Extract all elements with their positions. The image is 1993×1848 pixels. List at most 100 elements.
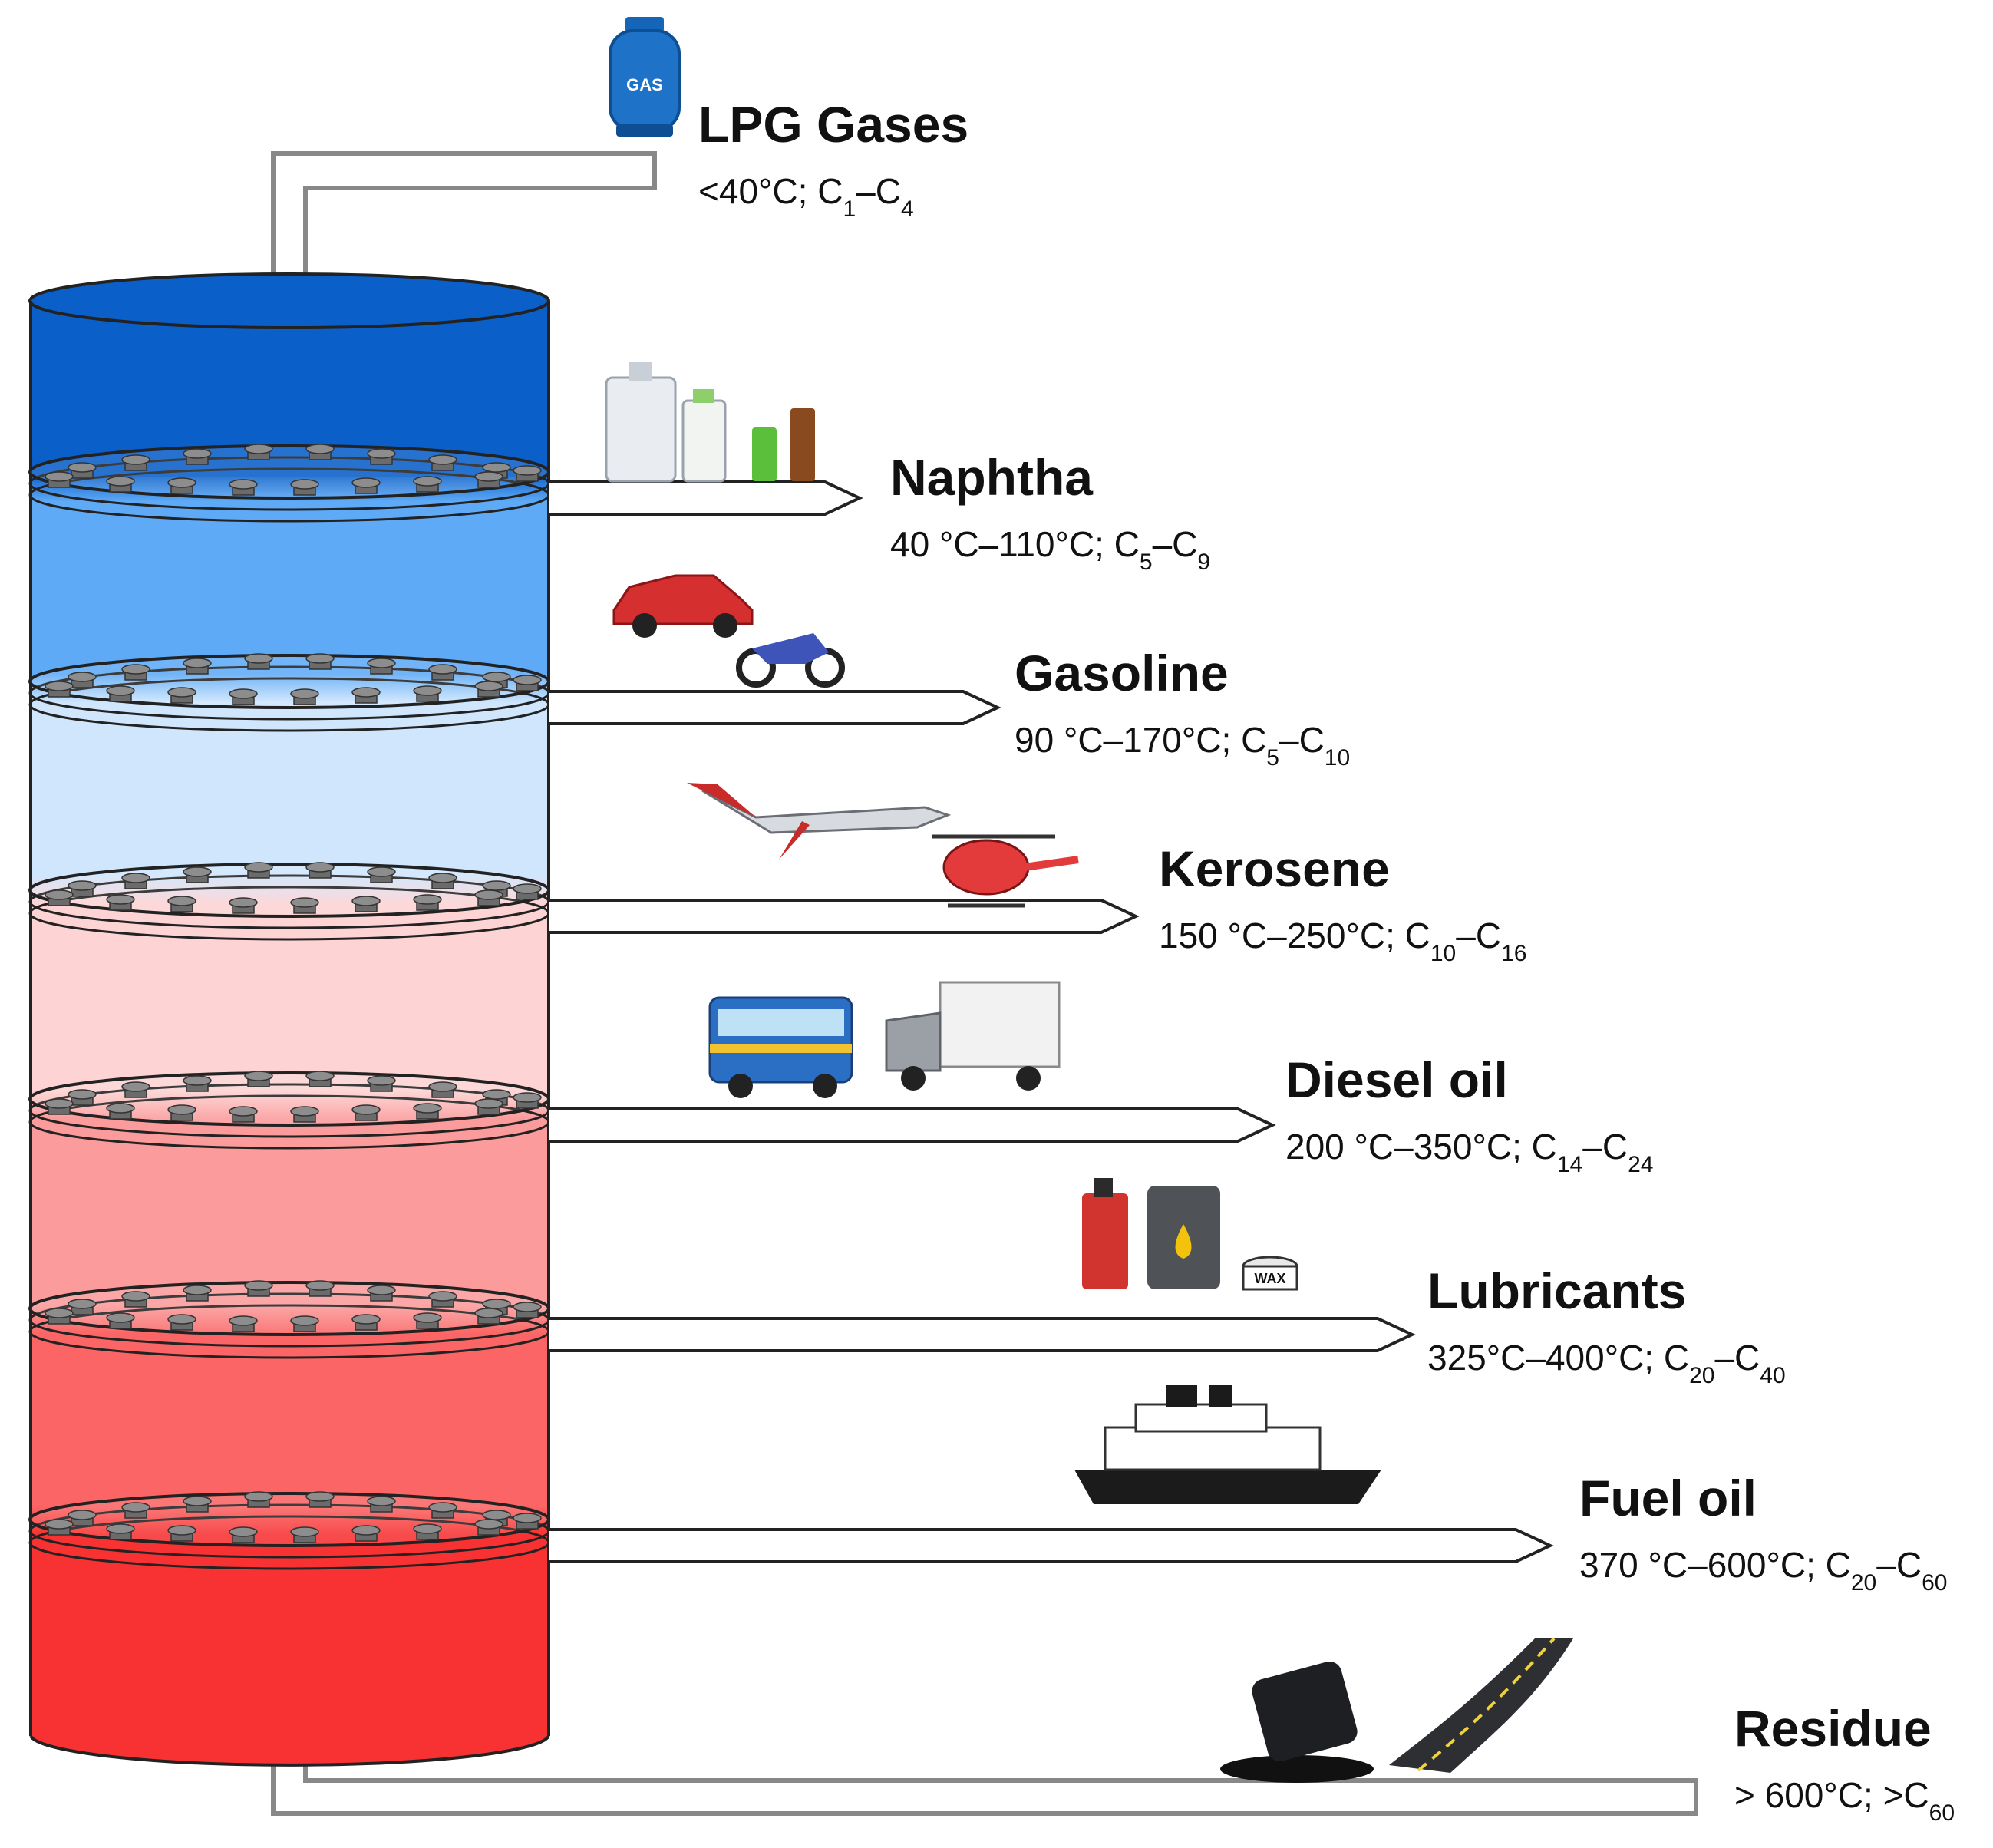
naphtha-label: Naphtha 40 °C–110°C; C5–C9 (890, 449, 1210, 575)
bubble-cap (474, 681, 503, 698)
bubble-cap (121, 664, 150, 681)
bubble-cap (413, 1523, 442, 1540)
fraction-name: Naphtha (890, 449, 1094, 506)
bubble-cap (367, 1496, 396, 1513)
gas-cylinder-icon: GAS (609, 17, 681, 137)
bubble-cap (45, 1519, 74, 1536)
bubble-cap (167, 1314, 196, 1331)
lpg-pipe (271, 151, 657, 275)
bubble-cap (305, 862, 335, 879)
fraction-name: Diesel oil (1285, 1051, 1508, 1108)
bubble-cap (351, 1525, 381, 1542)
diesel-label: Diesel oil 200 °C–350°C; C14–C24 (1285, 1051, 1653, 1177)
oil-can-wax-icon: WAX (1082, 1178, 1298, 1291)
bubble-cap (244, 1491, 273, 1508)
bubble-cap (68, 462, 97, 479)
bubble-cap (413, 1103, 442, 1120)
bubble-cap (513, 1092, 542, 1109)
bubble-cap (244, 1280, 273, 1297)
fraction-range: 40 °C–110°C; C5–C9 (890, 524, 1210, 575)
bubble-cap (183, 1285, 212, 1302)
fraction-range: > 600°C; >C60 (1734, 1775, 1955, 1826)
bubble-cap (513, 675, 542, 691)
bubble-cap (68, 672, 97, 688)
fraction-name: Gasoline (1015, 645, 1229, 701)
bubble-cap (167, 687, 196, 704)
bubble-cap (367, 658, 396, 675)
bubble-cap (428, 1502, 457, 1519)
fuel-label: Fuel oil 370 °C–600°C; C20–C60 (1579, 1470, 1947, 1596)
bubble-cap (244, 1071, 273, 1087)
bubble-cap (244, 862, 273, 879)
fraction-range: 370 °C–600°C; C20–C60 (1579, 1545, 1947, 1596)
bubble-cap (183, 658, 212, 675)
fraction-name: Lubricants (1427, 1262, 1686, 1319)
fraction-range: 150 °C–250°C; C10–C16 (1159, 916, 1526, 966)
bubble-cap (229, 479, 258, 496)
bubble-cap (229, 897, 258, 914)
bubble-cap (474, 889, 503, 906)
draw-off-arrow (549, 480, 863, 516)
bubble-cap (290, 1106, 319, 1123)
bubble-cap (45, 471, 74, 488)
bubble-cap (290, 688, 319, 705)
draw-off-arrow (549, 1528, 1554, 1563)
bubble-cap (68, 1299, 97, 1315)
draw-off-arrows (549, 480, 1554, 1563)
bubble-cap (183, 866, 212, 883)
bubble-cap (167, 477, 196, 494)
fraction-name: LPG Gases (698, 96, 968, 153)
bubble-cap (428, 454, 457, 471)
bubble-cap (45, 681, 74, 698)
residue-pipe (271, 1754, 1698, 1816)
bubble-cap (68, 880, 97, 897)
bubble-cap (474, 471, 503, 488)
fraction-range: 325°C–400°C; C20–C40 (1427, 1338, 1786, 1388)
bubble-cap (513, 1513, 542, 1530)
bubble-cap (428, 1291, 457, 1308)
bubble-cap (183, 1496, 212, 1513)
bubble-cap (106, 1103, 135, 1120)
bubble-cap (351, 896, 381, 912)
bubble-cap (167, 1104, 196, 1121)
fraction-name: Kerosene (1159, 840, 1390, 897)
distillation-column (28, 272, 550, 1767)
cruise-ship-icon (1074, 1385, 1381, 1504)
bubble-cap (413, 894, 442, 911)
bubble-cap (305, 1491, 335, 1508)
bubble-cap (351, 1104, 381, 1121)
bubble-cap (121, 873, 150, 889)
bubble-cap (229, 1526, 258, 1543)
bubble-cap (413, 1312, 442, 1329)
draw-off-arrow (549, 1107, 1276, 1143)
fraction-name: Fuel oil (1579, 1470, 1757, 1526)
bubble-cap (121, 1502, 150, 1519)
bus-truck-icon (708, 981, 1061, 1098)
bubble-cap (229, 1106, 258, 1123)
bubble-cap (45, 1308, 74, 1325)
bubble-cap (106, 476, 135, 493)
bubble-cap (167, 1525, 196, 1542)
bubble-cap (513, 1302, 542, 1318)
bubble-cap (351, 477, 381, 494)
fraction-range: 90 °C–170°C; C5–C10 (1015, 720, 1350, 771)
wax-text: WAX (1254, 1271, 1285, 1286)
bubble-cap (367, 1075, 396, 1092)
bubble-cap (167, 896, 196, 912)
fraction-range: 200 °C–350°C; C14–C24 (1285, 1127, 1653, 1177)
bubble-cap (428, 664, 457, 681)
bubble-cap (45, 1098, 74, 1115)
bubble-cap (106, 1312, 135, 1329)
bubble-cap (305, 653, 335, 670)
bubble-cap (106, 894, 135, 911)
tray (28, 862, 550, 941)
fraction-name: Residue (1734, 1700, 1932, 1757)
bubble-cap (474, 1308, 503, 1325)
bubble-cap (45, 889, 74, 906)
draw-off-arrow (549, 899, 1140, 934)
bubble-cap (244, 653, 273, 670)
bubble-cap (474, 1519, 503, 1536)
bubble-cap (351, 1314, 381, 1331)
